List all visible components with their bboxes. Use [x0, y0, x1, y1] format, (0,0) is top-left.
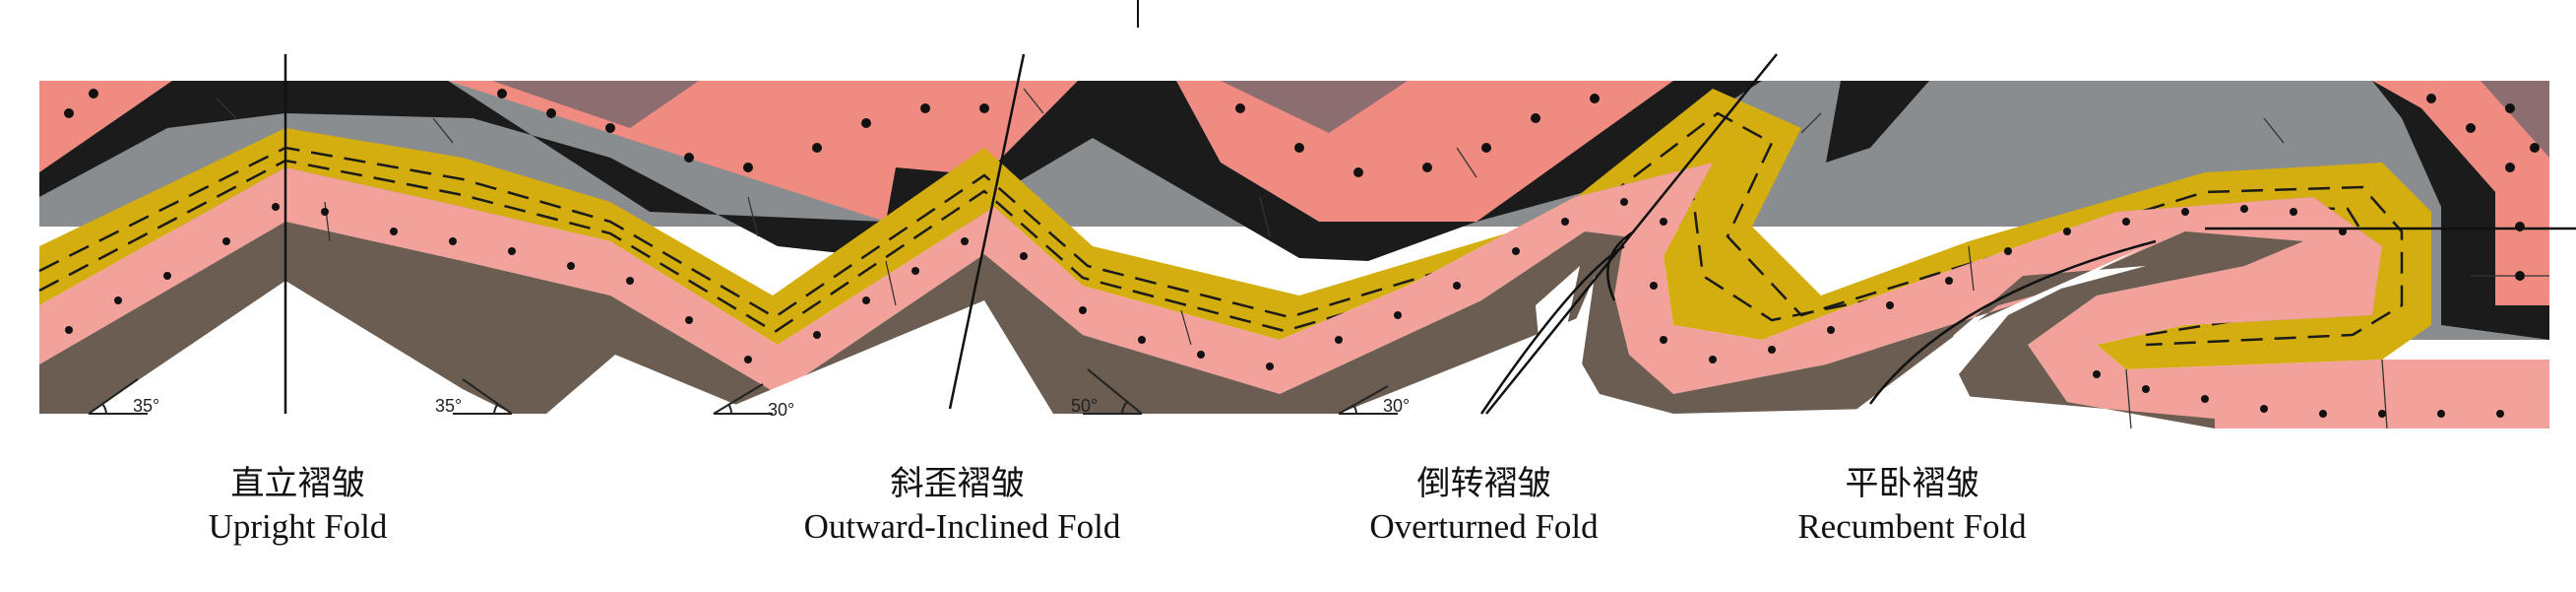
fold-label-zh: 平卧褶皱: [1845, 464, 1979, 503]
fold-label-zh: 倒转褶皱: [1416, 464, 1551, 503]
mauve-core: [492, 81, 699, 128]
mauve-core: [2481, 81, 2549, 158]
black-layer: [2372, 81, 2549, 340]
background-wedge: [714, 300, 1053, 414]
axial-planes: [283, 53, 2576, 415]
angle-label: 35°: [435, 396, 462, 416]
salmon-layer-top: [2372, 81, 2549, 305]
fold-label-zh: 斜歪褶皱: [890, 464, 1025, 503]
background-wedge: [1536, 276, 1595, 414]
black-layer: [39, 81, 1476, 261]
black-layer: [1826, 81, 1929, 163]
mauve-core: [1221, 81, 1408, 133]
fold-label-zh: 直立褶皱: [230, 464, 365, 503]
angle-markers: [88, 368, 1398, 415]
background-wedge: [1851, 246, 2146, 414]
bedding-lines: [216, 88, 2549, 429]
background-wedge: [1339, 315, 1585, 414]
angle-label: 30°: [1383, 396, 1410, 416]
pink-layer: [39, 163, 2549, 428]
fold-label-en: Outward-Inclined Fold: [803, 507, 1121, 546]
dots: [64, 89, 2540, 418]
fold-label-en: Overturned Fold: [1369, 507, 1599, 546]
fold-label-en: Upright Fold: [208, 507, 388, 546]
angle-label: 35°: [133, 396, 159, 416]
yellow-layer: [39, 89, 2431, 369]
angle-label: 30°: [768, 400, 794, 420]
background-wedge: [89, 281, 512, 414]
fold-label-en: Recumbent Fold: [1797, 507, 2027, 546]
angle-label: 50°: [1071, 396, 1098, 416]
background-wedge: [2215, 428, 2549, 592]
